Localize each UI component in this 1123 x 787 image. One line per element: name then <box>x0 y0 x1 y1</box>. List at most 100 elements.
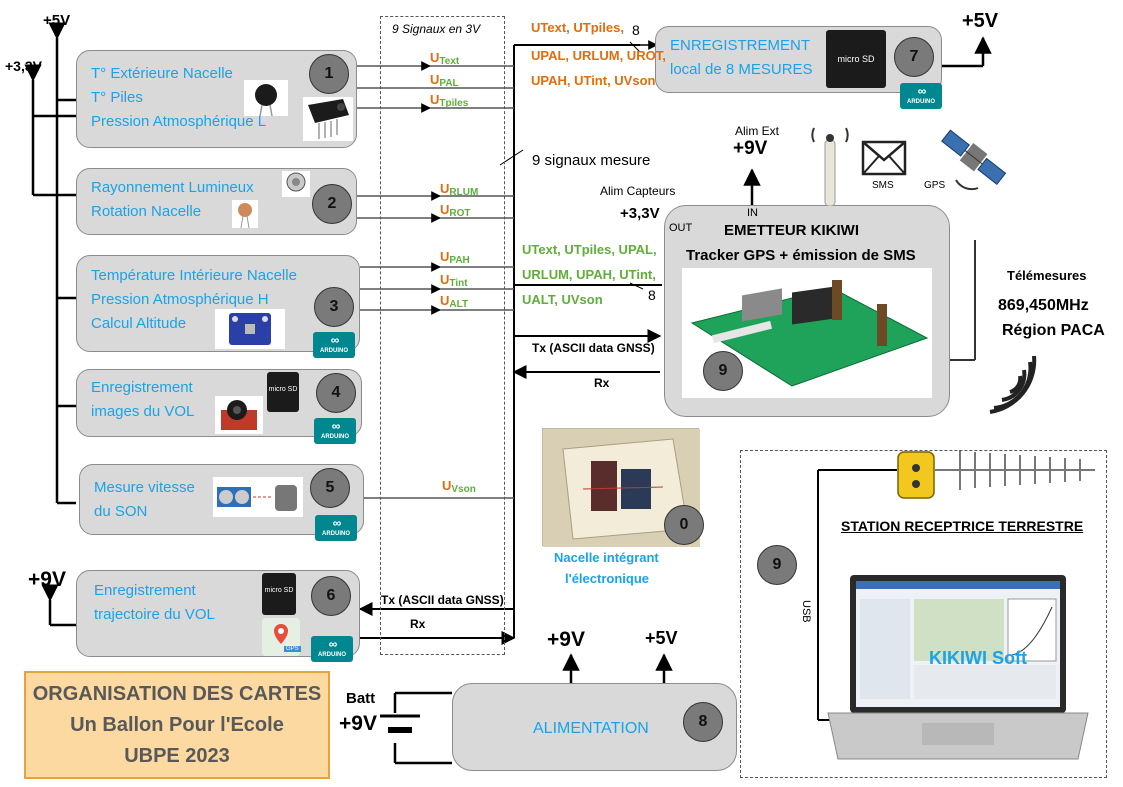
card-1-number: 1 <box>309 54 349 94</box>
card-3-line-2: Pression Atmosphérique H <box>91 291 269 308</box>
nacelle-caption-2: l'électronique <box>565 571 649 586</box>
sms-envelope-icon <box>861 138 907 178</box>
kikiwi-signal-line-2: URLUM, UPAH, UTint, <box>522 267 656 282</box>
arduino-badge-7: ∞ARDUINO <box>900 83 942 109</box>
laptop-icon <box>826 573 1090 763</box>
card-6-rx-label: Rx <box>410 617 426 631</box>
card-2 <box>76 168 357 235</box>
card-5-line-1: Mesure vitesse <box>94 479 195 496</box>
battery-voltage: +9V <box>339 712 377 735</box>
kikiwi-tx-label: Tx (ASCII data GNSS) <box>532 341 655 355</box>
sd-card-icon-6: micro SD <box>262 573 296 615</box>
signal-upal: UPAL <box>430 72 459 89</box>
kikiwi-signal-count: 8 <box>648 287 656 303</box>
rail-9v-label: +9V <box>28 568 66 591</box>
gps-map-label: GPS <box>284 646 301 652</box>
alimentation-5v-output: +5V <box>645 628 678 648</box>
gps-map-icon: GPS <box>262 618 301 656</box>
arduino-badge-5: ∞ARDUINO <box>315 515 357 541</box>
battery-label: Batt <box>346 690 376 707</box>
signal-urot: UROT <box>440 202 471 219</box>
card-7-line-2: local de 8 MESURES <box>670 61 813 78</box>
arduino-badge-6: ∞ARDUINO <box>311 636 353 662</box>
card-4-number: 4 <box>316 373 356 413</box>
telemetry-region: Région PACA <box>1002 322 1105 339</box>
card-1-line-1: T° Extérieure Nacelle <box>91 65 233 82</box>
card-1-text: T° Extérieure Nacelle T° Piles Pression … <box>91 62 266 134</box>
legend-line-3: UBPE 2023 <box>124 745 230 767</box>
card-6-number: 6 <box>311 576 351 616</box>
kikiwi-signal-line-1: UText, UTpiles, UPAL, <box>522 242 657 257</box>
bus-mesure-label: 9 signaux mesure <box>532 152 651 169</box>
arduino-badge-3: ∞ARDUINO <box>313 332 355 358</box>
usb-label: USB <box>800 600 812 623</box>
legend-line-1: ORGANISATION DES CARTES <box>32 683 322 705</box>
card-2-line-1: Rayonnement Lumineux <box>91 179 254 196</box>
card-3-text: Température Intérieure Nacelle Pression … <box>91 264 297 336</box>
card-7-line-1: ENREGISTREMENT <box>670 37 811 54</box>
card-6-text: Enregistrement trajectoire du VOL <box>94 579 215 627</box>
card-3-number: 3 <box>314 287 354 327</box>
ultrasonic-sensor-icon <box>213 477 303 517</box>
bus-label: 9 Signaux en 3V <box>392 22 481 36</box>
card-6-line-1: Enregistrement <box>94 582 196 599</box>
sd-card-icon-7: micro SD <box>826 30 886 88</box>
card-7-number: 7 <box>894 37 934 77</box>
signal-utint: UTint <box>440 272 468 289</box>
card-1-line-3: Pression Atmosphérique L <box>91 113 267 130</box>
antenna-icon <box>808 126 852 207</box>
telemetry-frequency: 869,450MHz <box>998 297 1089 314</box>
card-3-line-1: Température Intérieure Nacelle <box>91 267 297 284</box>
card-2-number: 2 <box>312 184 352 224</box>
signal-utpiles: UTpiles <box>430 92 469 109</box>
rail-33v-label: +3,3V <box>5 58 42 74</box>
card-6-tx-label: Tx (ASCII data GNSS) <box>381 593 504 607</box>
legend-line-2: Un Ballon Pour l'Ecole <box>70 714 284 736</box>
card-4-text: Enregistrement images du VOL <box>91 376 194 424</box>
light-sensor-icon <box>282 171 310 197</box>
card-1-line-2: T° Piles <box>91 89 143 106</box>
ground-station-box <box>740 450 1107 778</box>
signal-urlum: URLUM <box>440 181 479 198</box>
card-5-number: 5 <box>310 468 350 508</box>
alimentation-number: 8 <box>683 702 723 742</box>
title-legend: ORGANISATION DES CARTES Un Ballon Pour l… <box>24 671 330 779</box>
thermistor-icon <box>244 80 288 117</box>
kikiwi-title: EMETTEUR KIKIWI <box>724 222 859 239</box>
kikiwi-out-label: OUT <box>669 222 693 234</box>
alimentation-label: ALIMENTATION <box>533 720 649 737</box>
pressure-sensor-icon <box>303 97 353 141</box>
alim-capteurs-label: Alim Capteurs <box>600 184 676 198</box>
bme-sensor-icon <box>215 309 285 349</box>
gps-label: GPS <box>924 180 946 191</box>
alim-ext-voltage: +9V <box>733 138 768 159</box>
alim-capteurs-voltage: +3,3V <box>620 205 660 222</box>
top-signal-line-1: UText, UTpiles, <box>531 20 624 35</box>
kikiwi-signal-list: UText, UTpiles, UPAL, URLUM, UPAH, UTint… <box>522 237 657 312</box>
signal-bus-box <box>380 16 505 655</box>
top-signal-line-3: UPAH, UTint, UVson <box>531 73 656 88</box>
alim-ext-label: Alim Ext <box>735 124 780 138</box>
gps-satellite-icon <box>938 120 1008 196</box>
alimentation-9v-output: +9V <box>547 628 585 651</box>
photoresistor-icon <box>232 200 258 229</box>
sd-card-icon-4: micro SD <box>267 372 299 412</box>
card-6-line-2: trajectoire du VOL <box>94 606 215 623</box>
nacelle-number: 0 <box>664 505 704 545</box>
ground-station-number: 9 <box>757 545 797 585</box>
card-3-line-3: Calcul Altitude <box>91 315 187 332</box>
card-7-power-label: +5V <box>962 10 999 32</box>
kikiwi-number: 9 <box>703 351 743 391</box>
card-7-text: ENREGISTREMENT local de 8 MESURES <box>670 34 813 82</box>
yagi-antenna <box>935 450 1095 490</box>
nacelle-photo <box>542 428 700 547</box>
card-7 <box>655 26 942 93</box>
nacelle-caption-1: Nacelle intégrant <box>554 550 659 565</box>
arduino-badge-4: ∞ARDUINO <box>314 418 356 444</box>
kikiwi-signal-line-3: UALT, UVson <box>522 292 603 307</box>
kikiwi-soft-label: KIKIWI Soft <box>929 648 1027 668</box>
signal-upah: UPAH <box>440 249 470 266</box>
card-2-text: Rayonnement Lumineux Rotation Nacelle <box>91 176 254 224</box>
ground-station-title: STATION RECEPTRICE TERRESTRE <box>841 518 1084 534</box>
